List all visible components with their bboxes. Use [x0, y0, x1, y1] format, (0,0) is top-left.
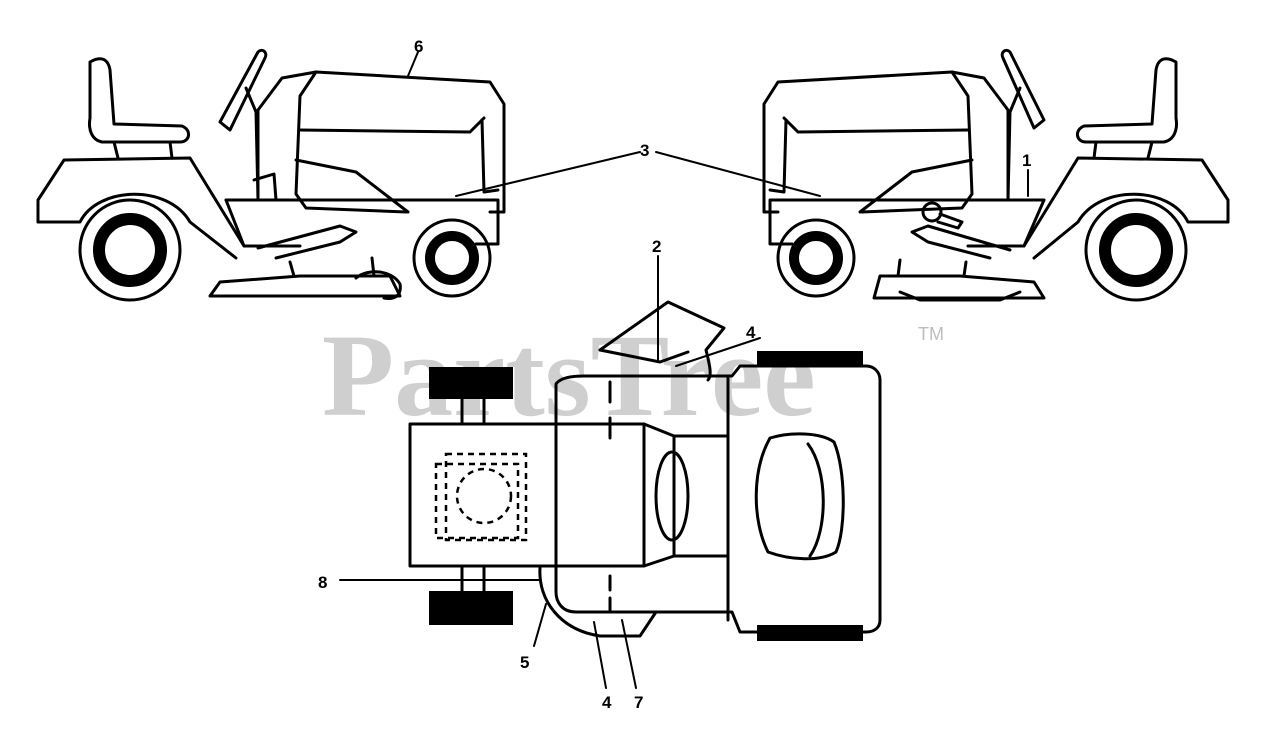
watermark-text: PartsTree: [322, 310, 816, 441]
tractor-top-view: [408, 300, 882, 641]
tractor-right-side-view: [762, 48, 1230, 302]
callout-6: 6: [414, 37, 423, 56]
watermark-trademark: TM: [918, 324, 944, 344]
callout-labels: 6 3 1 2 4 8 5 4 7: [318, 37, 1031, 712]
callout-1: 1: [1022, 151, 1031, 170]
callout-4-top: 4: [746, 323, 756, 342]
callout-3: 3: [640, 141, 649, 160]
callout-7: 7: [634, 693, 643, 712]
callout-4-bottom: 4: [602, 693, 612, 712]
callout-2: 2: [652, 237, 661, 256]
callout-5: 5: [520, 653, 529, 672]
callout-leaders: [339, 51, 1029, 689]
tractor-left-side-view: [36, 48, 506, 302]
callout-8: 8: [318, 573, 327, 592]
